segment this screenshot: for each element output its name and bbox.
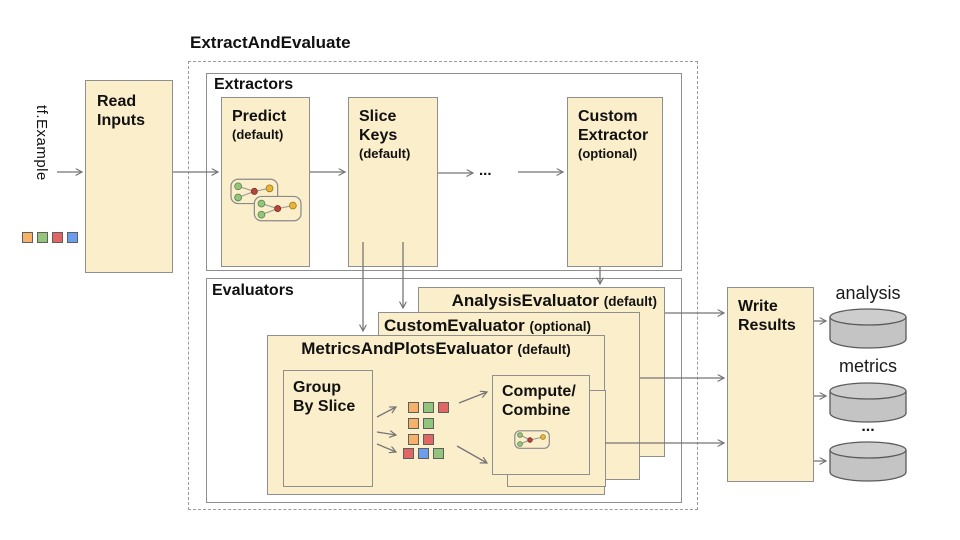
data-square-orange — [22, 232, 33, 243]
analysis-database-cylinder-icon — [829, 308, 907, 349]
analysis-evaluator-label: AnalysisEvaluator — [451, 291, 600, 310]
slice-keys-qualifier: (default) — [359, 146, 411, 161]
metrics-database-cylinder-icon — [829, 382, 907, 423]
write-results-label-line2: Results — [738, 317, 796, 334]
metrics-evaluator-qualifier: (default) — [517, 342, 571, 357]
data-square-red — [423, 434, 434, 445]
group-by-slice-label-line1: Group — [293, 379, 341, 396]
read-inputs-node: Read Inputs — [85, 80, 173, 273]
data-square-orange — [408, 402, 419, 413]
data-square-red — [438, 402, 449, 413]
metrics-evaluator-label: MetricsAndPlotsEvaluator — [301, 339, 513, 358]
model-graph-icon — [230, 178, 302, 222]
data-square-green — [433, 448, 444, 459]
custom-extractor-label-line2: Extractor — [578, 127, 649, 144]
custom-evaluator-label: CustomEvaluator — [384, 316, 525, 335]
write-results-label-line1: Write — [738, 298, 778, 315]
slice-row-4 — [403, 448, 448, 459]
compute-combine-label-line1: Compute/ — [502, 383, 576, 400]
extractors-ellipsis: ... — [479, 162, 492, 179]
other-database-cylinder-icon — [829, 441, 907, 482]
analysis-store-label: analysis — [835, 283, 901, 303]
group-by-slice-node: Group By Slice — [283, 370, 373, 487]
slice-row-3 — [408, 434, 438, 445]
metrics-store-label: metrics — [839, 356, 897, 376]
slice-row-1 — [408, 402, 453, 413]
custom-extractor-qualifier: (optional) — [578, 146, 638, 161]
evaluators-container: Evaluators — [206, 278, 682, 503]
slice-row-2 — [408, 418, 438, 429]
compute-combine-label-line2: Combine — [502, 402, 571, 419]
predict-label: Predict — [232, 108, 287, 125]
custom-evaluator-qualifier: (optional) — [529, 319, 591, 334]
write-results-node: Write Results — [727, 287, 814, 482]
predict-qualifier: (default) — [232, 127, 284, 142]
data-square-green — [423, 418, 434, 429]
data-square-orange — [408, 418, 419, 429]
predict-extractor-node: Predict (default) — [221, 97, 310, 267]
data-square-green — [37, 232, 48, 243]
read-inputs-label-line1: Read — [97, 93, 137, 110]
data-square-red — [403, 448, 414, 459]
analysis-evaluator-qualifier: (default) — [603, 294, 657, 309]
evaluators-label: Evaluators — [212, 282, 294, 299]
group-by-slice-label-line2: By Slice — [293, 398, 356, 415]
data-square-orange — [408, 434, 419, 445]
extract-and-evaluate-boundary — [188, 61, 698, 510]
slice-keys-extractor-node: Slice Keys (default) — [348, 97, 438, 267]
data-square-green — [423, 402, 434, 413]
compute-combine-node: Compute/ Combine — [492, 375, 590, 475]
data-square-red — [52, 232, 63, 243]
custom-extractor-label-line1: Custom — [578, 108, 638, 125]
diagram-title: ExtractAndEvaluate — [190, 33, 351, 52]
custom-extractor-node: Custom Extractor (optional) — [567, 97, 663, 267]
slice-keys-label-line1: Slice — [359, 108, 397, 125]
input-format-label: tf.Example — [33, 105, 50, 181]
data-square-blue — [67, 232, 78, 243]
extractors-label: Extractors — [214, 76, 294, 93]
slice-keys-label-line2: Keys — [359, 127, 398, 144]
read-inputs-label-line2: Inputs — [97, 112, 145, 129]
input-example-squares — [22, 232, 82, 243]
other-store-label: ... — [861, 418, 875, 435]
data-square-blue — [418, 448, 429, 459]
compute-graph-icon — [514, 430, 550, 449]
